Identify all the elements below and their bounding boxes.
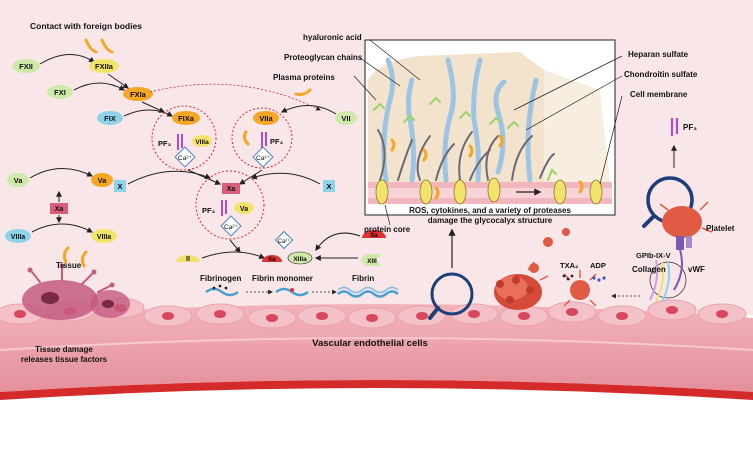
svg-text:ROS, cytokines, and a variety: ROS, cytokines, and a variety of proteas… xyxy=(409,206,571,215)
svg-text:PF₃: PF₃ xyxy=(270,137,284,146)
adp-icon xyxy=(592,276,606,282)
tissue-factors-label: releases tissue factors xyxy=(21,355,108,364)
svg-text:II: II xyxy=(186,256,190,263)
svg-text:IIa: IIa xyxy=(268,256,276,263)
svg-text:X: X xyxy=(326,182,331,191)
extrinsic-complex: VIIa PF₃ Ca²⁺ xyxy=(231,107,293,169)
svg-text:Ca²⁺: Ca²⁺ xyxy=(256,155,270,162)
gpib-label: GPIb-IX-V xyxy=(636,251,671,260)
factor-viiia-left-active: VIIIa xyxy=(91,229,117,243)
glycocalyx-inset: ROS, cytokines, and a variety of proteas… xyxy=(353,39,623,226)
heparan-label: Heparan sulfate xyxy=(628,50,689,59)
factor-fxiia: FXIIa xyxy=(89,59,119,73)
plasma-proteins-label: Plasma proteins xyxy=(273,73,335,82)
activated-platelet-icon xyxy=(563,270,597,307)
fibrin-label: Fibrin xyxy=(352,274,374,283)
fibrin-icon xyxy=(337,286,399,298)
svg-text:VIIIa: VIIIa xyxy=(97,234,112,241)
collagen-vwf-icon xyxy=(649,249,687,303)
factor-xiii: XIII xyxy=(360,254,382,266)
svg-text:Ca²⁺: Ca²⁺ xyxy=(178,155,192,162)
factor-iia-2: IIa xyxy=(362,230,386,239)
pf3-platelet-label: PF₃ xyxy=(683,123,697,132)
tenase-complex-1: FIXa PF₃ VIIIa Ca²⁺ xyxy=(151,105,217,171)
hyaluronic-label: hyaluronic acid xyxy=(303,33,362,42)
svg-text:FXI: FXI xyxy=(54,88,66,97)
svg-text:Va: Va xyxy=(240,206,248,213)
phospholipid-icon xyxy=(177,134,183,150)
factor-ii: II xyxy=(176,255,200,263)
svg-text:VIIa: VIIa xyxy=(259,114,273,123)
prothrombinase-complex: Xa PF₃ Va Ca²⁺ xyxy=(195,170,265,240)
factor-iia-1: IIa xyxy=(262,255,282,263)
platelet-aggregate-icon xyxy=(494,261,549,310)
proteoglycan-label: Proteoglycan chains xyxy=(284,53,363,62)
fibrinogen-label: Fibrinogen xyxy=(200,274,241,283)
factor-x-left: X xyxy=(114,180,126,192)
txa2-label: TXA₂ xyxy=(560,261,578,270)
svg-text:IIa: IIa xyxy=(370,232,378,239)
svg-text:PF₃: PF₃ xyxy=(158,139,172,148)
tissue-label: Tissue xyxy=(56,261,82,270)
svg-text:FXII: FXII xyxy=(19,62,33,71)
svg-text:Ca²⁺: Ca²⁺ xyxy=(278,238,291,245)
calcium-icon xyxy=(174,146,196,168)
contact-arrow-icon xyxy=(84,38,98,54)
factor-xiiia: XIIIa xyxy=(287,251,313,265)
vessel-wall xyxy=(0,304,753,400)
factor-vii: VII xyxy=(335,111,357,125)
svg-text:FIXa: FIXa xyxy=(178,114,195,123)
factor-fxi: FXI xyxy=(47,85,73,99)
tissue-damage-label: Tissue damage xyxy=(35,345,93,354)
factor-va-left-active: Va xyxy=(91,173,113,187)
svg-text:FXIIa: FXIIa xyxy=(95,62,114,71)
svg-text:Va: Va xyxy=(14,176,24,185)
factor-xa-left: Xa xyxy=(50,203,68,214)
magnifier-icon xyxy=(428,228,474,320)
factor-fxii: FXII xyxy=(12,59,40,73)
svg-text:X: X xyxy=(117,182,122,191)
svg-text:VII: VII xyxy=(341,114,350,123)
svg-text:PF₃: PF₃ xyxy=(202,206,216,215)
factor-x-right: X xyxy=(323,180,335,192)
cell-membrane-label: Cell membrane xyxy=(630,90,688,99)
svg-text:VIIIa: VIIIa xyxy=(195,139,209,146)
svg-text:XIIIa: XIIIa xyxy=(293,256,307,263)
svg-text:XIII: XIII xyxy=(367,258,377,265)
adp-label: ADP xyxy=(590,261,606,270)
svg-text:FIX: FIX xyxy=(104,114,116,123)
svg-text:Xa: Xa xyxy=(55,206,64,213)
factor-fix: FIX xyxy=(97,111,123,125)
svg-text:VIIIa: VIIIa xyxy=(11,234,26,241)
contact-label: Contact with foreign bodies xyxy=(30,21,142,31)
fibrin-monomer-icon xyxy=(275,287,309,297)
svg-text:Xa: Xa xyxy=(227,186,236,193)
vwf-label: vWF xyxy=(688,265,705,274)
ros-label-2: damage the glycocalyx structure xyxy=(428,216,553,225)
factor-va-left: Va xyxy=(7,173,29,187)
factor-fxia: FXIa xyxy=(123,87,153,101)
svg-text:Va: Va xyxy=(98,176,108,185)
calcium-4: Ca²⁺ xyxy=(274,230,294,250)
txa2-icon xyxy=(562,274,574,281)
factor-viiia-left: VIIIa xyxy=(5,229,31,243)
fibrin-monomer-label: Fibrin monomer xyxy=(252,274,313,283)
fibrinogen-icon xyxy=(205,284,239,297)
chondroitin-label: Chondroitin sulfate xyxy=(624,70,698,79)
damaged-tissue-icon xyxy=(22,246,130,320)
small-platelets-icon xyxy=(543,228,570,247)
collagen-label: Collagen xyxy=(632,265,666,274)
svg-text:FXIa: FXIa xyxy=(130,90,147,99)
platelet-label: Platelet xyxy=(706,224,735,233)
pf3-platelet-icon xyxy=(670,118,679,136)
protein-core-label: protein core xyxy=(364,225,411,234)
platelet-icon xyxy=(659,201,713,250)
endothelial-label: Vascular endothelial cells xyxy=(312,338,428,349)
svg-text:Ca²⁺: Ca²⁺ xyxy=(224,224,238,231)
